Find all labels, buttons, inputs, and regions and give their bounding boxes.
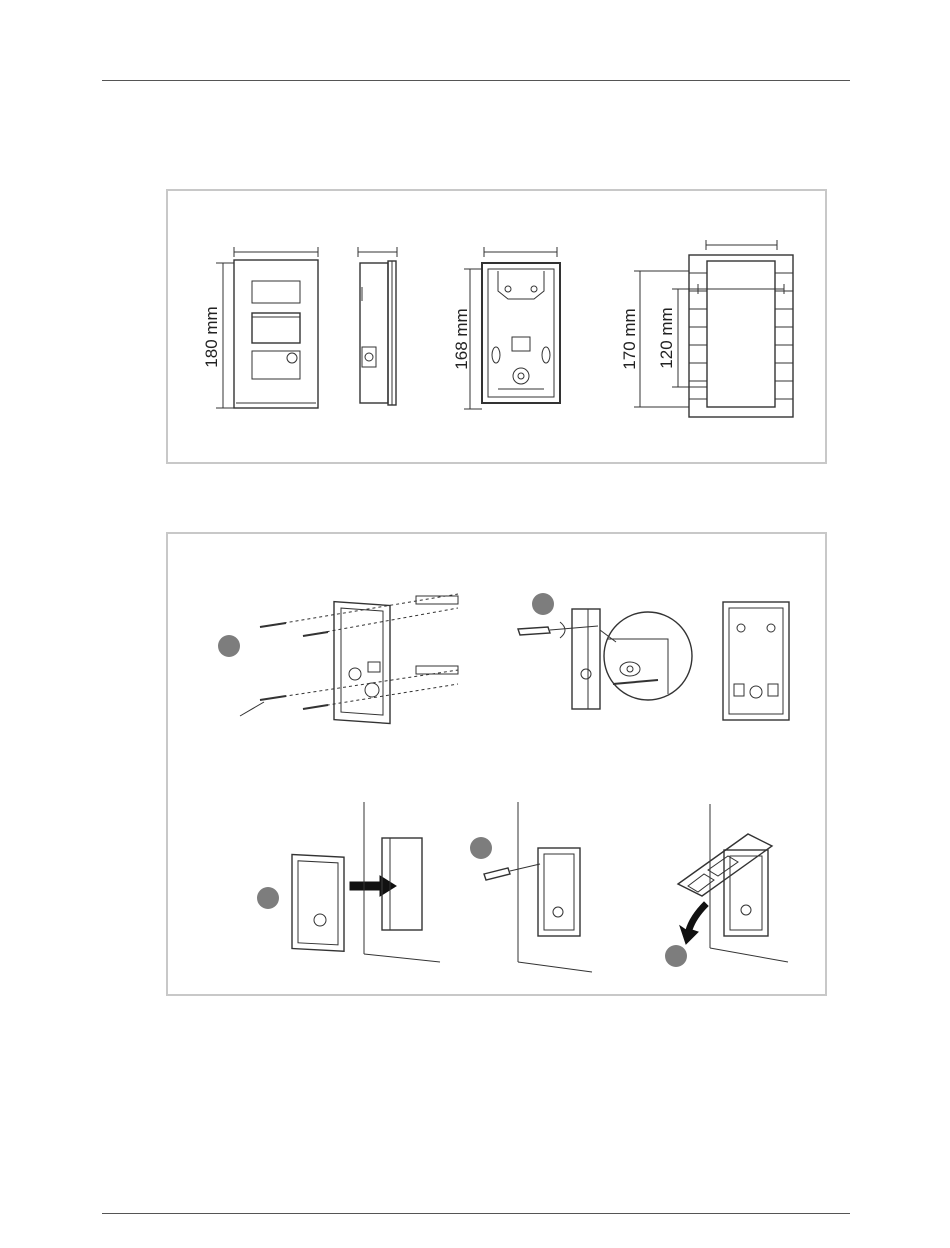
installation-panel bbox=[166, 532, 827, 996]
step-marker-2 bbox=[532, 593, 554, 615]
step-marker-3 bbox=[257, 887, 279, 909]
step-marker-1 bbox=[218, 635, 240, 657]
step-screw-wall bbox=[484, 802, 592, 972]
step-insert-wall bbox=[292, 802, 440, 962]
backbox-view bbox=[464, 247, 560, 409]
height-label-inner: 120 mm bbox=[657, 307, 676, 368]
dimensions-panel: 180 mm bbox=[166, 189, 827, 464]
height-label-front: 180 mm bbox=[202, 306, 221, 367]
step-mount-front bbox=[678, 804, 788, 962]
step-backbox-front bbox=[723, 602, 789, 720]
installation-drawing bbox=[168, 534, 829, 998]
height-label-cutout: 170 mm bbox=[620, 308, 639, 369]
footer-rule bbox=[102, 1213, 850, 1214]
front-panel-view bbox=[216, 247, 318, 408]
dimensions-drawing: 180 mm bbox=[168, 191, 829, 466]
side-panel-view bbox=[358, 247, 397, 405]
header-rule bbox=[102, 80, 850, 81]
step-backbox-screws bbox=[240, 594, 458, 724]
step-marker-5 bbox=[665, 945, 687, 967]
height-label-backbox: 168 mm bbox=[452, 308, 471, 369]
step-adjust-screw bbox=[518, 609, 692, 709]
step-marker-4 bbox=[470, 837, 492, 859]
